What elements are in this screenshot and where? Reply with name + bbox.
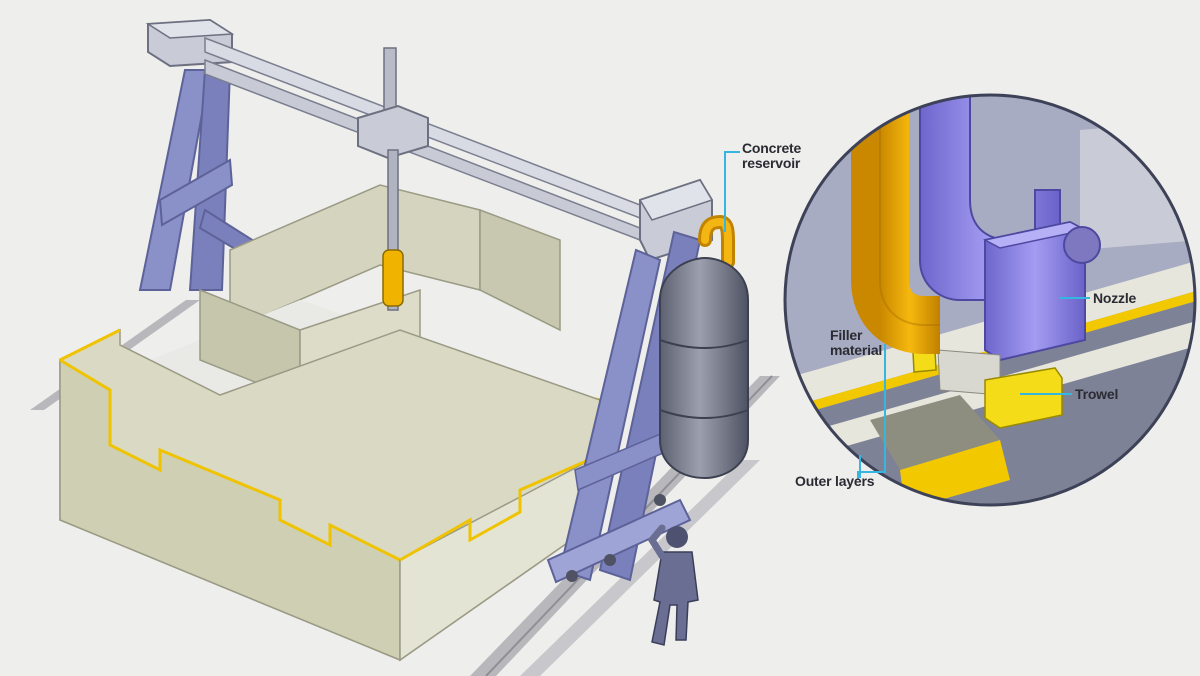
label-nozzle: Nozzle [1093,290,1137,306]
worker-figure [647,524,699,646]
concrete-reservoir-tank [659,214,749,480]
print-head-carriage [357,47,429,311]
label-concrete-reservoir: Concrete reservoir [742,140,802,171]
printed-house [59,184,601,662]
label-filler-material: Filler material [830,327,883,358]
label-outer-layers: Outer layers [795,473,875,489]
label-trowel: Trowel [1075,386,1119,402]
leader-filler-material [857,344,886,480]
callout-leaders [724,151,1090,480]
nozzle-detail-inset [783,93,1197,507]
leader-concrete-reservoir [724,151,740,232]
